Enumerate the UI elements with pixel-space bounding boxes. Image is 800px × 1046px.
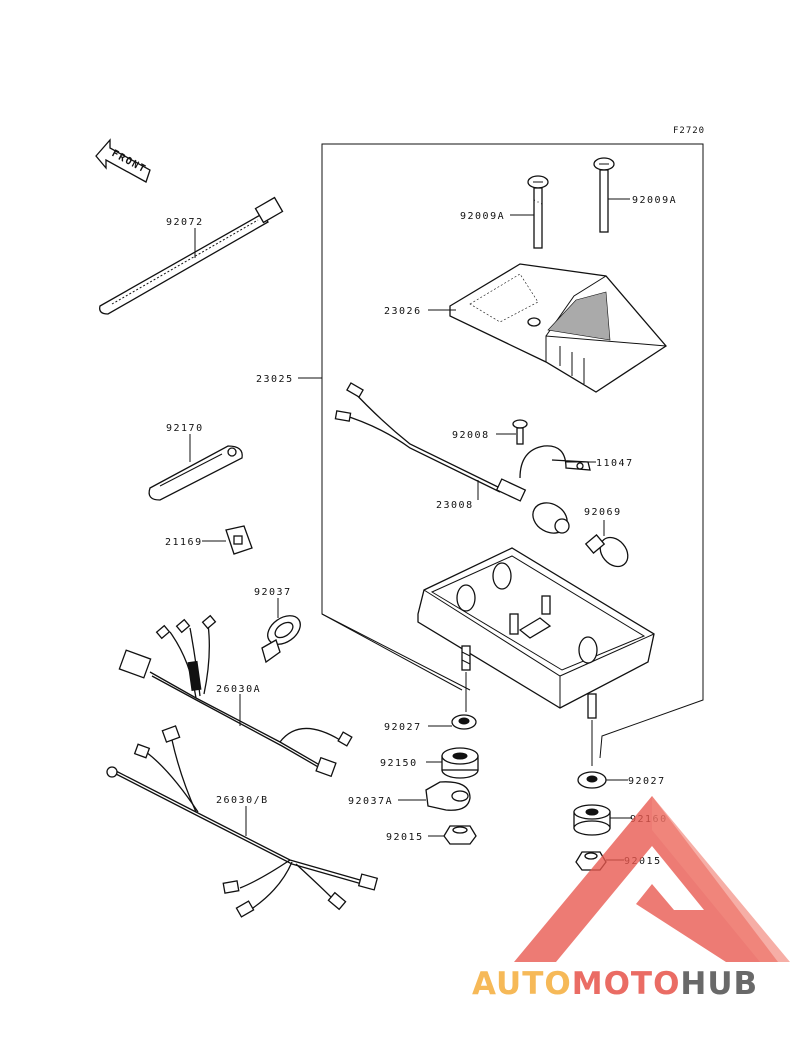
figure-code: F2720 xyxy=(673,126,705,136)
label-23008: 23008 xyxy=(436,500,474,511)
grommet-92027-right-part xyxy=(577,771,607,789)
label-92170: 92170 xyxy=(166,423,204,434)
socket-wire-part xyxy=(334,382,570,534)
screw-92009a-left-part xyxy=(527,175,549,249)
label-26030a: 26030A xyxy=(216,684,261,695)
watermark-moto: MOTO xyxy=(572,966,681,1002)
bulb-part xyxy=(584,533,629,568)
clamp-strip-part xyxy=(148,445,243,501)
nut-92015-left-part xyxy=(443,825,477,845)
label-23026: 23026 xyxy=(384,306,422,317)
label-92069: 92069 xyxy=(584,507,622,518)
watermark-logo: AUTOMOTOHUB xyxy=(472,796,790,1002)
tail-light-base-part xyxy=(417,547,655,719)
watermark-hub: HUB xyxy=(680,966,758,1002)
clamp-part xyxy=(261,615,301,664)
grommet-92160-part xyxy=(573,804,611,836)
svg-text:AUTOMOTOHUB: AUTOMOTOHUB xyxy=(472,966,758,1002)
bracket-part xyxy=(519,445,591,479)
label-92037a: 92037A xyxy=(348,796,393,807)
label-26030b: 26030/B xyxy=(216,795,269,806)
harness-26030b-part xyxy=(106,725,379,918)
label-92072: 92072 xyxy=(166,217,204,228)
watermark-auto: AUTO xyxy=(472,966,572,1002)
harness-26030a-part xyxy=(118,614,353,778)
grommet-92150-part xyxy=(441,747,479,779)
label-92150: 92150 xyxy=(380,758,418,769)
assembly-frame xyxy=(321,143,704,759)
grommet-92027-left-part xyxy=(451,714,477,730)
label-92015-left: 92015 xyxy=(386,832,424,843)
cable-tie-part xyxy=(99,196,284,315)
label-92027-right: 92027 xyxy=(628,776,666,787)
label-21169: 21169 xyxy=(165,537,203,548)
label-92008: 92008 xyxy=(452,430,490,441)
screw-92008-part xyxy=(512,419,528,445)
label-92037: 92037 xyxy=(254,587,292,598)
tail-lens-part xyxy=(449,263,667,393)
screw-92009a-right-part xyxy=(593,157,615,233)
label-92027-left: 92027 xyxy=(384,722,422,733)
clamp-92037a-part xyxy=(425,781,471,811)
clip-part xyxy=(225,525,253,555)
label-92015-right: 92015 xyxy=(624,856,662,867)
front-arrow-icon: FRONT xyxy=(95,138,151,183)
label-23025: 23025 xyxy=(256,374,294,385)
label-11047: 11047 xyxy=(596,458,634,469)
label-92009a-left: 92009A xyxy=(460,211,505,222)
label-92009a-right: 92009A xyxy=(632,195,677,206)
